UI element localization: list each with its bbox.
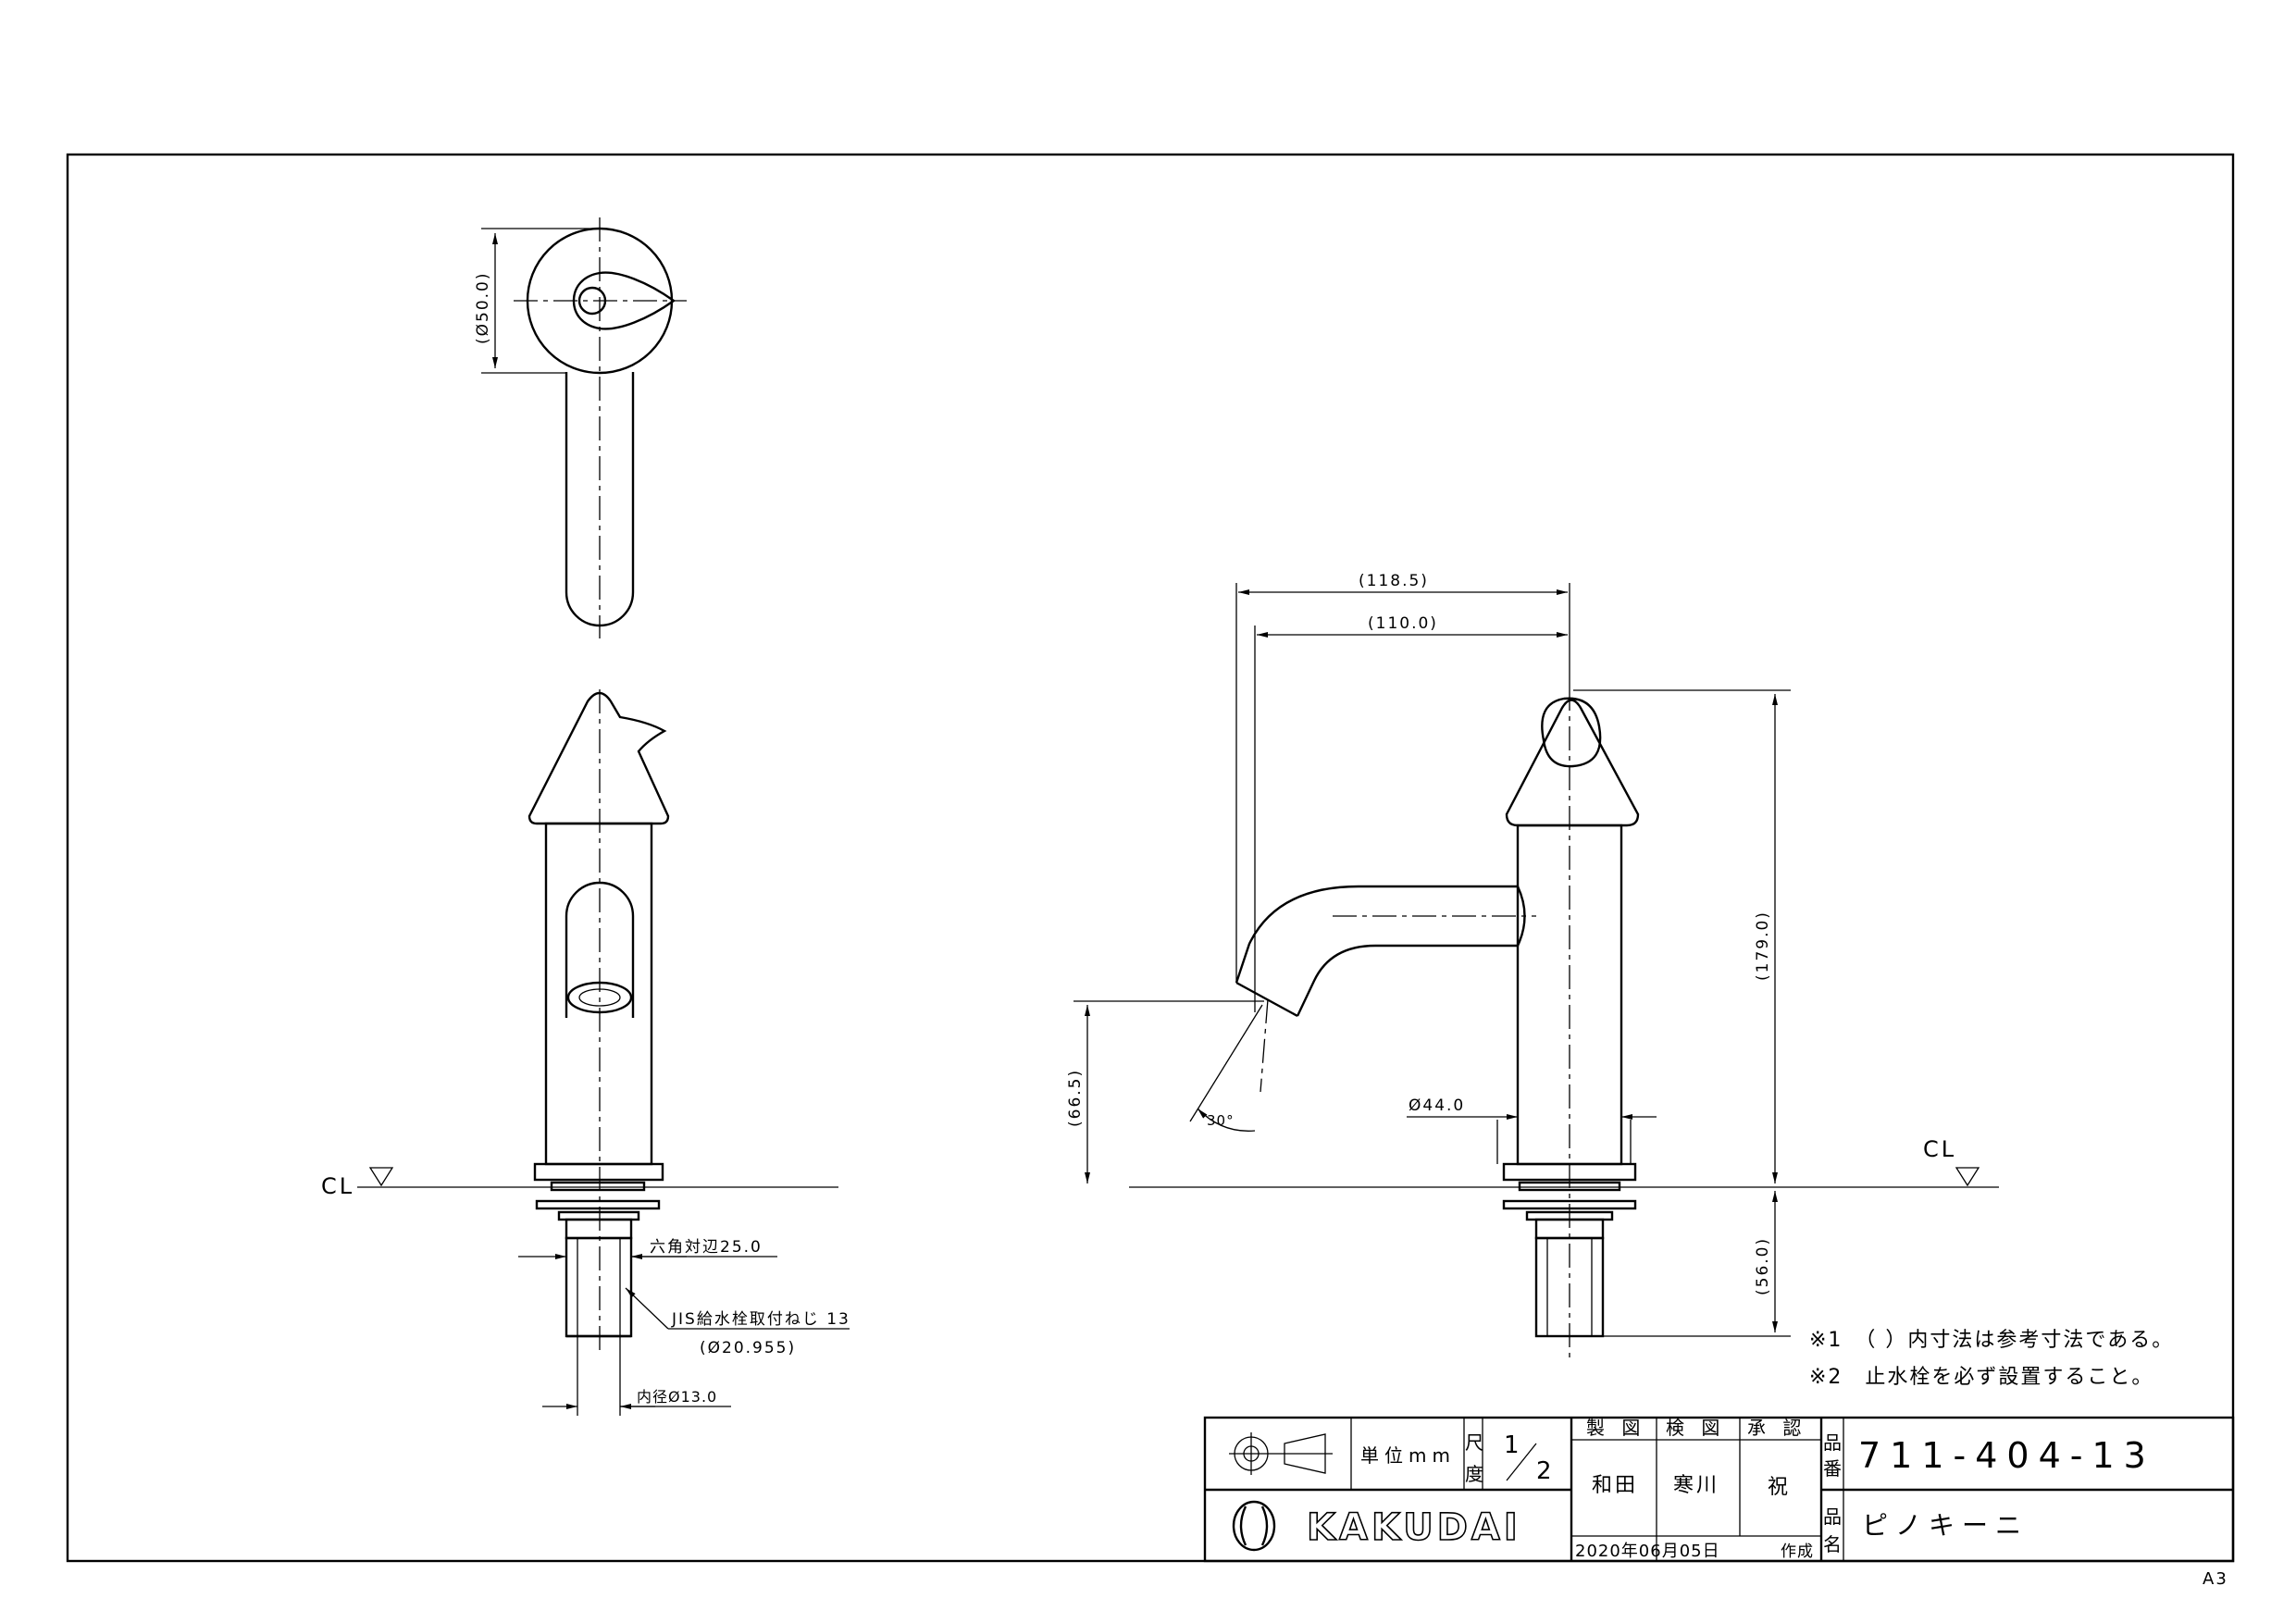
dim-reach-outer: (118.5) (1359, 572, 1429, 590)
dim-inner-diameter: 内径Ø13.0 (637, 1388, 717, 1406)
dim-thread-diameter: (Ø20.955) (700, 1339, 796, 1357)
plan-view: (Ø50.0) (474, 217, 687, 638)
drawing-border (66, 153, 2235, 1563)
front-spout-slot (565, 881, 635, 1018)
dim-hex: 六角対辺25.0 (650, 1238, 763, 1257)
dim-spout-height: (66.5) (1066, 1069, 1085, 1127)
front-view: CL 六角対辺25.0 JIS給水栓取付ねじ 13 (Ø20.955) 内径Ø1… (321, 689, 850, 1416)
checked-by: 寒川 (1673, 1474, 1719, 1497)
sheet-size-label: A3 (2203, 1569, 2228, 1589)
third-angle-projection-icon (1229, 1432, 1333, 1475)
scale-numerator: 1 (1504, 1431, 1520, 1459)
side-view: CL (118.5) (110.0) (179.0) (56.0) (66.5)… (1066, 572, 1999, 1360)
side-spout (1235, 885, 1518, 984)
creation-date: 2020年06月05日 (1575, 1542, 1720, 1561)
part-no-label-2: 番 (1823, 1457, 1842, 1480)
dim-plan-diameter: (Ø50.0) (474, 272, 492, 345)
dim-thread-spec: JIS給水栓取付ねじ 13 (671, 1310, 850, 1329)
company-name: KAKUDAI (1307, 1506, 1521, 1549)
front-base-flange (533, 1162, 664, 1182)
scale-label-2: 度 (1465, 1463, 1483, 1485)
part-no-label-1: 品 (1823, 1431, 1842, 1454)
date-suffix: 作成 (1781, 1542, 1814, 1561)
approved-label: 承 認 (1747, 1417, 1806, 1439)
kakudai-logo-icon (1232, 1500, 1276, 1552)
dim-body-diameter: Ø44.0 (1409, 1096, 1465, 1115)
scale-label-1: 尺 (1465, 1431, 1483, 1454)
front-thread-pipe (565, 1236, 633, 1338)
front-handle-cone (527, 691, 670, 825)
drawn-label: 製 図 (1586, 1417, 1645, 1439)
dim-spout-angle: 30° (1207, 1112, 1235, 1129)
side-handle-cone (1505, 699, 1640, 827)
note-2: ※2 止水栓を必ず設置すること。 (1809, 1366, 2153, 1389)
checked-label: 検 図 (1666, 1417, 1725, 1439)
side-cl-label: CL (1923, 1136, 1956, 1162)
unit-label: 単位mm (1360, 1444, 1456, 1467)
plan-lever-teardrop (572, 271, 676, 330)
front-hex-nut (565, 1218, 633, 1240)
front-body (544, 822, 653, 1166)
scale-denominator: 2 (1536, 1457, 1552, 1485)
part-number: 711-404-13 (1858, 1435, 2155, 1476)
dim-below-counter: (56.0) (1754, 1237, 1772, 1295)
product-name: ピノキーニ (1862, 1510, 2029, 1541)
name-label-2: 名 (1823, 1533, 1842, 1555)
dim-height-total: (179.0) (1754, 911, 1772, 981)
dim-reach-inner: (110.0) (1368, 614, 1438, 633)
title-block: 単位mm 尺 度 1 2 製 図 検 図 承 認 和田 寒川 祝 品 番 711… (1203, 1416, 2235, 1563)
approved-by: 祝 (1768, 1476, 1791, 1499)
name-label-1: 品 (1823, 1505, 1842, 1528)
note-1: ※1 （ ）内寸法は参考寸法である。 (1809, 1329, 2174, 1352)
front-cl-label: CL (321, 1173, 354, 1199)
notes: ※1 （ ）内寸法は参考寸法である。 ※2 止水栓を必ず設置すること。 (1809, 1329, 2174, 1389)
side-lever (1541, 697, 1602, 768)
drawn-by: 和田 (1592, 1474, 1638, 1497)
